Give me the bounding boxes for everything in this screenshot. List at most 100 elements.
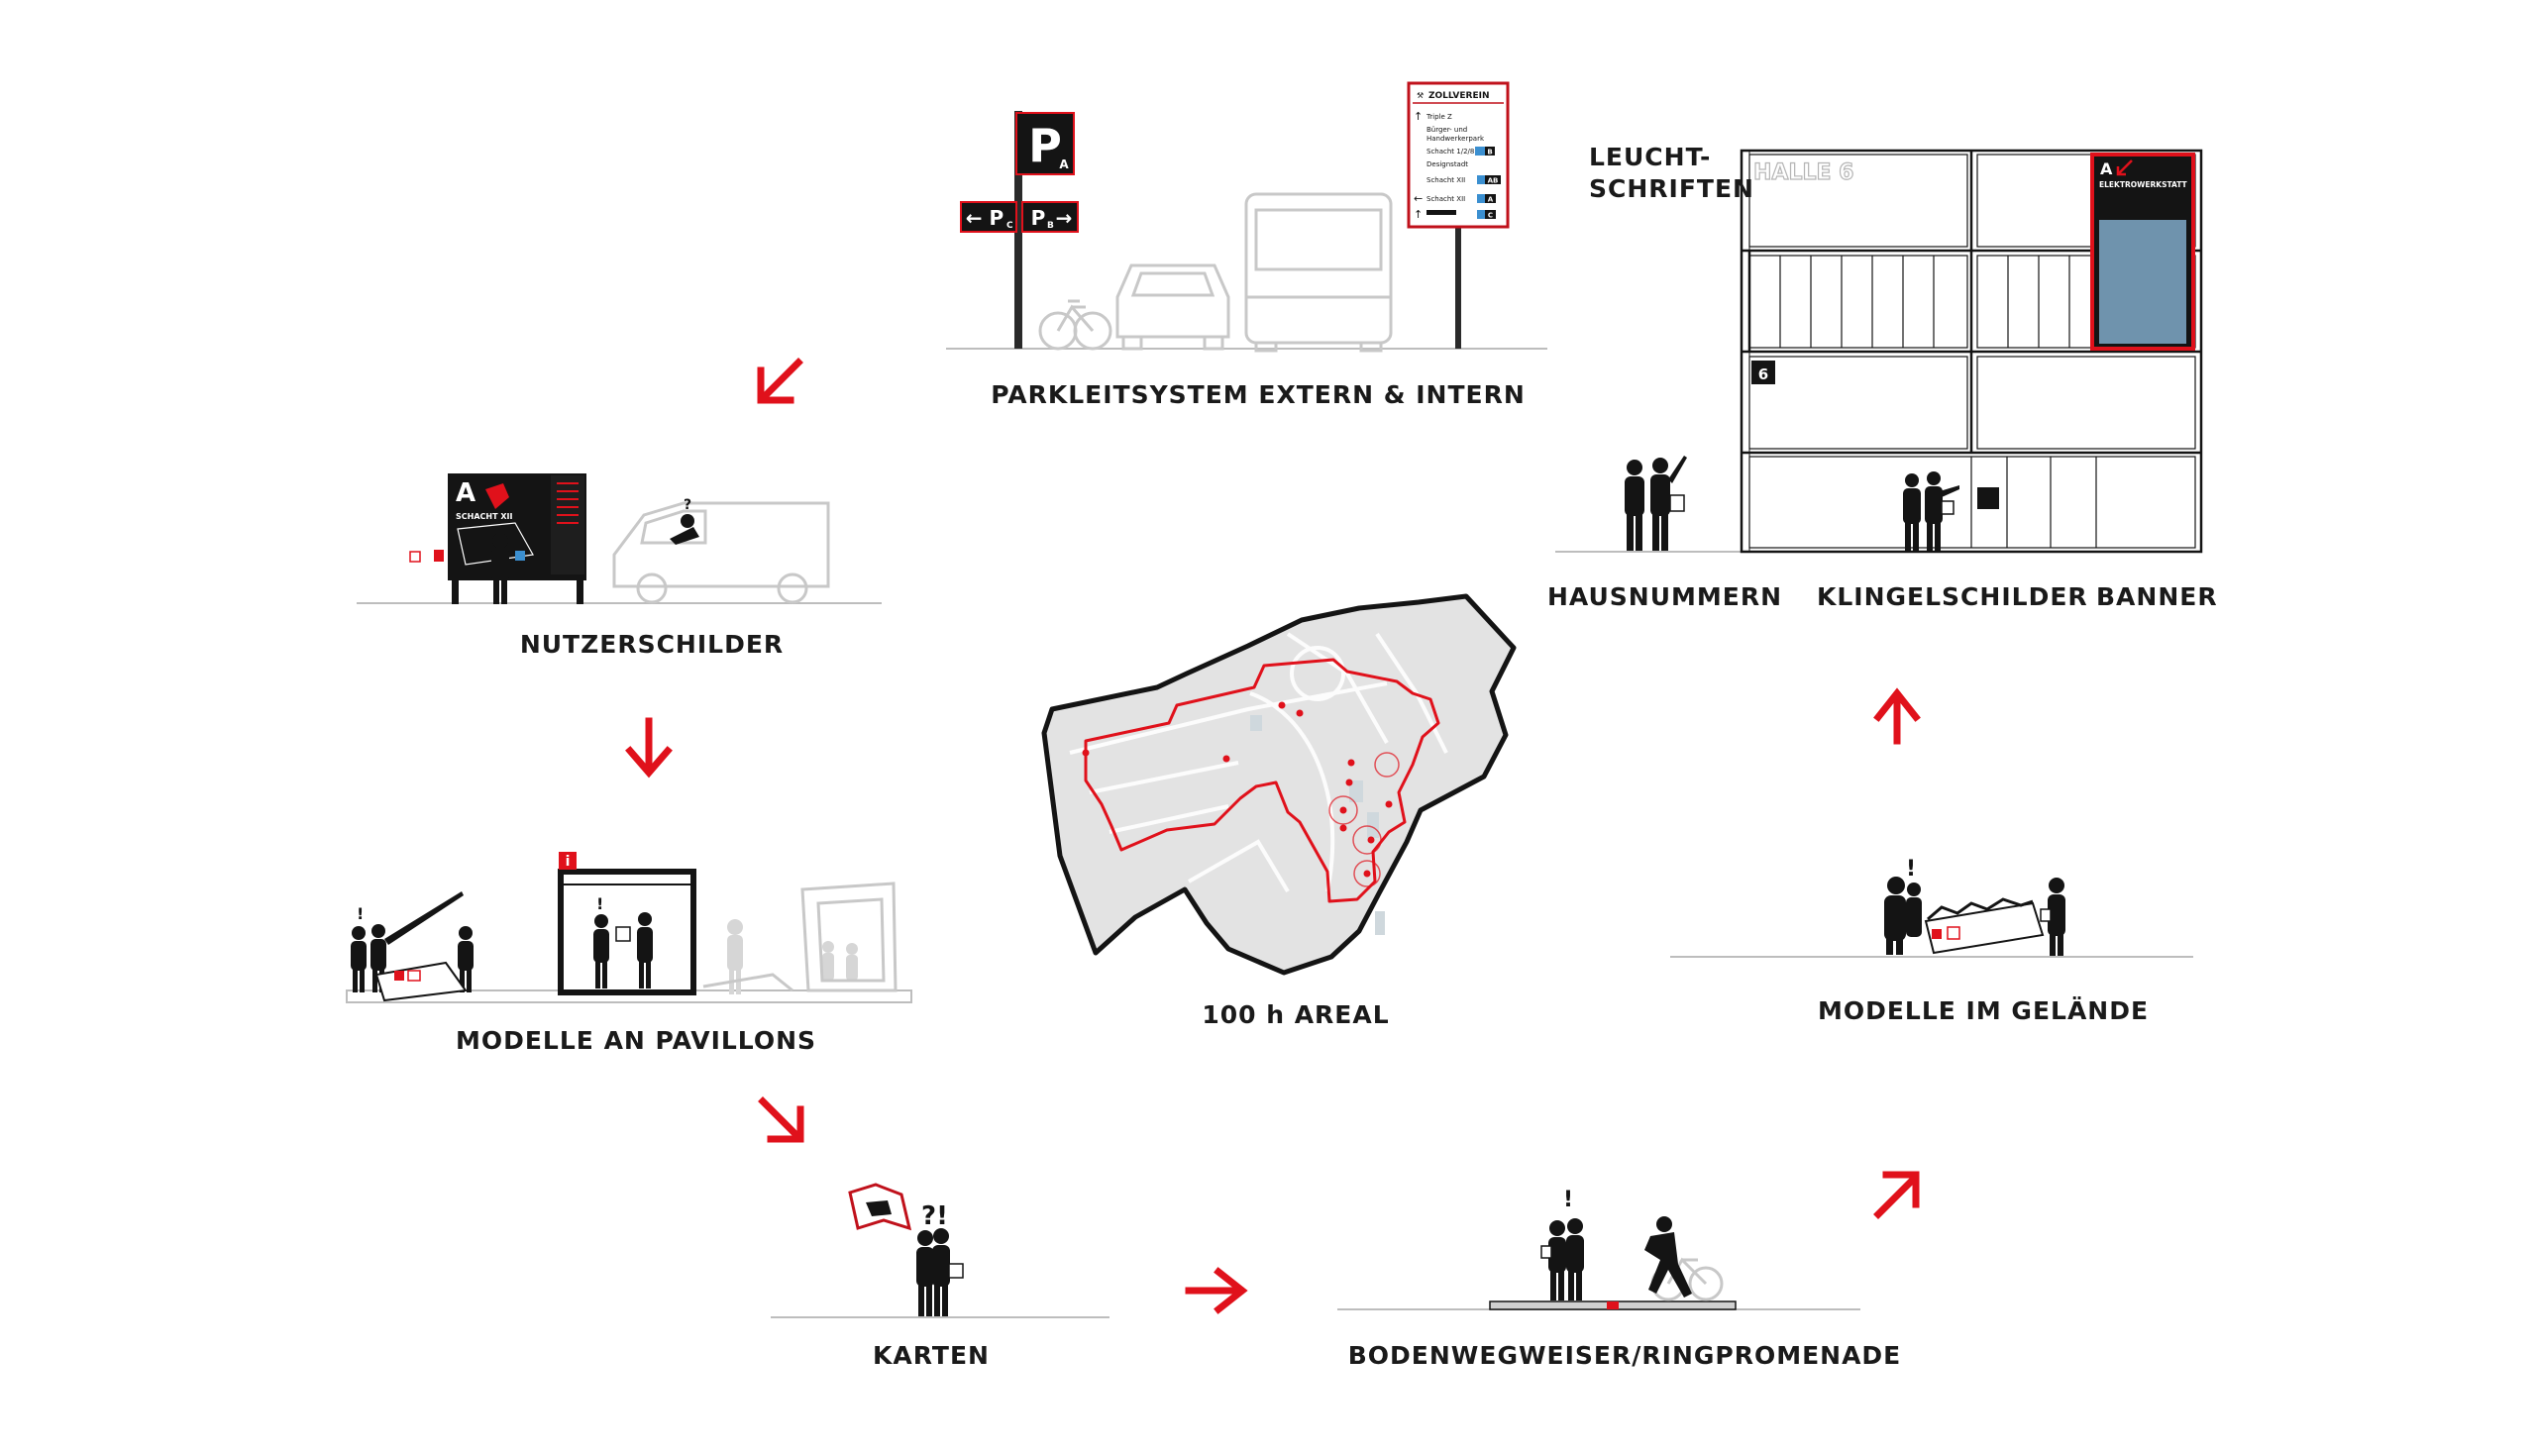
map-readers-silhouette: [916, 1228, 964, 1316]
info-board: A SCHACHT XII: [448, 473, 586, 604]
zollverein-row: Handwerkerpark: [1426, 135, 1485, 143]
parking-scene: P A ← P C P B → ZOLLVEREIN ⚒ ↑ Triple Z …: [946, 81, 1547, 353]
walkers-silhouette: [1540, 1218, 1584, 1300]
zollverein-badge: C: [1488, 212, 1493, 220]
info-icon: [434, 550, 444, 562]
arrow-right-icon: →: [1056, 206, 1073, 230]
label-modelle-pavillons: MODELLE AN PAVILLONS: [455, 1026, 817, 1055]
pavillon-model: [374, 961, 468, 1002]
person-reading-silhouette: [491, 533, 509, 604]
arrow-up-right-icon: [1873, 1171, 1920, 1219]
driver-silhouette: [670, 514, 699, 545]
karten-scene: ?!: [771, 1183, 1110, 1318]
banner-arrow-icon: [2116, 159, 2133, 176]
exclamation-mark: !: [596, 894, 603, 913]
people-bell-silhouette: [1903, 471, 1959, 551]
zollverein-row: Triple Z: [1426, 113, 1452, 121]
label-modelle-gelaende: MODELLE IM GELÄNDE: [1817, 996, 2150, 1025]
info-board-letter: A: [456, 478, 476, 508]
ghost-people: [727, 919, 858, 994]
parking-sign-post: [1014, 111, 1022, 349]
info-board-text: SCHACHT XII: [456, 512, 512, 521]
small-sign-icon: [409, 551, 421, 563]
banner-letter: A: [2100, 159, 2113, 178]
terrain-model: [1924, 897, 2045, 955]
people-pointing-silhouette: [1625, 456, 1687, 551]
pickaxe-icon: ⚒: [1417, 91, 1424, 100]
zollverein-badge: B: [1487, 149, 1492, 156]
pavillon-people-silhouette: [593, 912, 653, 988]
zollverein-sign-title: ZOLLVEREIN: [1428, 91, 1489, 101]
zollverein-badge: A: [1488, 196, 1494, 204]
label-nutzerschilder: NUTZERSCHILDER: [519, 630, 785, 659]
zollverein-sign: ZOLLVEREIN ⚒ ↑ Triple Z Bürger- und Hand…: [1407, 81, 1510, 229]
parking-main-sub: A: [1059, 157, 1069, 171]
banner-sign: A ELEKTROWERKSTATT: [2090, 153, 2195, 351]
parking-right-text: P: [1031, 206, 1046, 230]
banner-text: ELEKTROWERKSTATT: [2099, 180, 2188, 189]
zollverein-row: Schacht XII: [1426, 195, 1465, 203]
halle-lettering: HALLE 6: [1753, 160, 1853, 185]
flow-arrows: [625, 358, 1921, 1314]
doorbell-plate: [1977, 487, 1999, 509]
areal-water: [1250, 715, 1385, 935]
arrow-right-icon: [1185, 1267, 1248, 1314]
zollverein-row: Schacht 1/2/8: [1426, 148, 1474, 156]
model-viewers-silhouette: [1884, 877, 2065, 956]
arrow-down-right-icon: [758, 1096, 804, 1143]
parking-sign-right: P B →: [1021, 201, 1079, 233]
label-hausnummern: HAUSNUMMERN: [1547, 582, 1783, 611]
house-number-plate: [1751, 361, 1775, 384]
arrow-down-icon: [625, 717, 673, 779]
zollverein-row: Schacht XII: [1426, 176, 1465, 184]
arrow-up-icon: ↑: [1414, 110, 1423, 123]
ringpromenade-route: [1084, 658, 1440, 903]
parking-left-text: ← P: [966, 206, 1004, 230]
zollverein-row: Designstadt: [1426, 160, 1468, 168]
label-leuchtschriften-line2: SCHRIFTEN: [1589, 174, 1754, 203]
bicycle-icon: [1038, 299, 1112, 351]
ghost-booth: [702, 882, 898, 992]
building-facade: [1740, 149, 2203, 554]
parking-right-sub: B: [1047, 221, 1054, 231]
info-icon: i: [566, 854, 571, 870]
label-bodenwegweiser: BODENWEGWEISER/RINGPROMENADE: [1347, 1341, 1902, 1370]
zollverein-sign-post: [1455, 226, 1461, 349]
label-areal: 100 h AREAL: [1202, 1000, 1390, 1029]
parking-sign-left: ← P C: [960, 201, 1017, 233]
arrow-left-icon: ←: [1414, 192, 1423, 205]
pavillon-frame: i: [558, 852, 696, 995]
skater-silhouette: [1644, 1216, 1692, 1298]
question-exclaim-mark: ?!: [921, 1201, 948, 1231]
car-icon: [1115, 263, 1230, 351]
boden-scene: !: [1337, 1188, 1860, 1310]
bus-icon: [1244, 192, 1393, 353]
floor-marker: [1607, 1301, 1619, 1309]
exclamation-mark: !: [1906, 857, 1916, 882]
house-number: 6: [1758, 365, 1768, 383]
label-banner: BANNER: [2096, 582, 2218, 611]
areal-outline: [1041, 593, 1517, 976]
building-scene: HALLE 6 6 A ELEKTROWERKSTATT: [1555, 149, 2203, 554]
parking-sign-main: P A: [1015, 112, 1075, 175]
exclamation-mark: !: [357, 904, 364, 923]
parking-main-letter: P: [1028, 119, 1062, 172]
label-karten: KARTEN: [873, 1341, 990, 1370]
areal-site-map: [1041, 593, 1517, 976]
label-klingelschilder: KLINGELSCHILDER: [1817, 582, 2088, 611]
arrow-up-icon: [1873, 687, 1921, 745]
areal-streets: [1069, 632, 1448, 893]
zollverein-badge: AB: [1488, 177, 1499, 185]
parking-left-sub: C: [1006, 221, 1013, 231]
arrow-up-icon: ↑: [1414, 208, 1423, 221]
exclamation-mark: !: [1563, 1188, 1573, 1212]
gelaende-scene: !: [1670, 857, 2193, 958]
label-leuchtschriften-line1: LEUCHT-: [1589, 143, 1712, 171]
areal-points: [1082, 701, 1393, 878]
van-icon: [612, 501, 830, 604]
pavillon-scene: i ! !: [346, 852, 912, 1003]
folded-map-icon: [848, 1183, 912, 1231]
question-mark: ?: [684, 497, 691, 513]
